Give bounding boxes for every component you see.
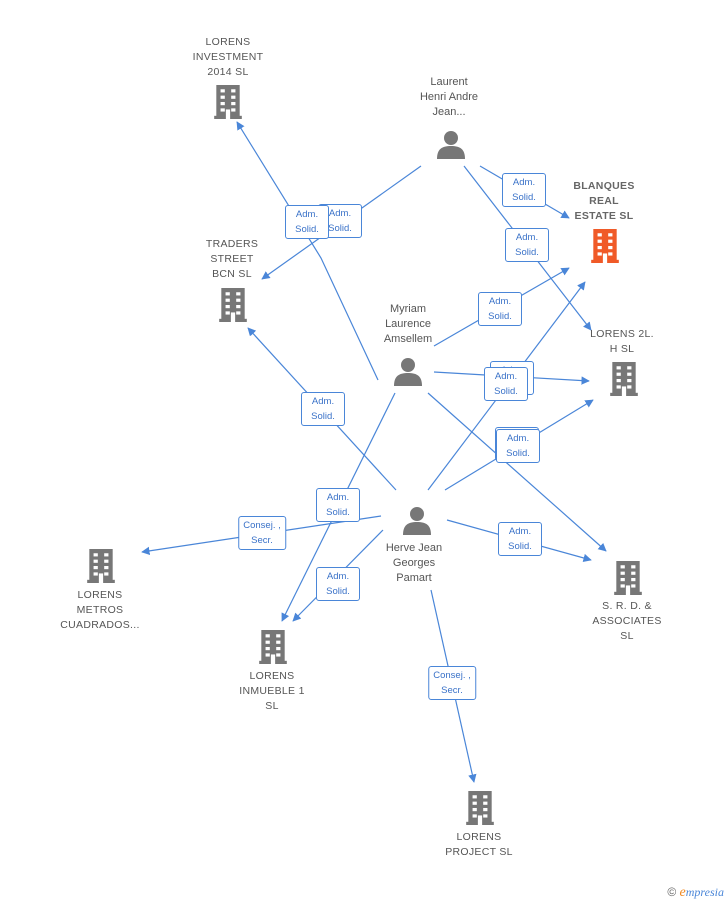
edge-role-label[interactable]: Adm. Solid.	[502, 173, 546, 207]
brand-name: mpresia	[685, 885, 724, 899]
building-icon[interactable]	[214, 85, 242, 119]
company-label-lorens-project[interactable]: LORENS PROJECT SL	[445, 831, 513, 858]
edge-myriam-to-srd	[427, 392, 607, 552]
person-icon[interactable]	[436, 129, 466, 159]
edge-role-label[interactable]: Adm. Solid.	[316, 567, 360, 601]
building-icon[interactable]	[219, 288, 247, 322]
building-icon[interactable]	[259, 630, 287, 664]
building-icon[interactable]	[591, 229, 619, 263]
edge-role-label[interactable]: Adm. Solid.	[316, 488, 360, 522]
person-label-laurent[interactable]: Laurent Henri Andre Jean...	[419, 76, 479, 118]
edge-role-label[interactable]: Adm. Solid.	[478, 292, 522, 326]
edge-role-label[interactable]: Consej. , Secr.	[238, 516, 286, 550]
edge-role-label[interactable]: Adm. Solid.	[505, 228, 549, 262]
person-label-myriam[interactable]: Myriam Laurence Amsellem	[383, 303, 433, 345]
company-label-blanques[interactable]: BLANQUES REAL ESTATE SL	[573, 180, 635, 222]
brand-initial: e	[679, 885, 686, 900]
company-label-lorens-investment[interactable]: LORENS INVESTMENT 2014 SL	[192, 36, 264, 78]
edge-role-label[interactable]: Adm. Solid.	[496, 429, 540, 463]
building-icon[interactable]	[466, 791, 494, 825]
edge-role-label[interactable]: Adm. Solid.	[301, 392, 345, 426]
edge-role-label[interactable]: Adm. Solid.	[498, 522, 542, 556]
building-icon[interactable]	[610, 362, 638, 396]
person-icon[interactable]	[402, 505, 432, 535]
building-icon[interactable]	[87, 549, 115, 583]
edge-role-label[interactable]: Adm. Solid.	[484, 367, 528, 401]
person-icon[interactable]	[393, 356, 423, 386]
company-label-srd[interactable]: S. R. D. & ASSOCIATES SL	[592, 600, 662, 642]
edge-myriam-to-lorens_investment	[236, 121, 379, 381]
brand-logo: © empresia	[667, 885, 724, 901]
company-label-lorens-inmueble[interactable]: LORENS INMUEBLE 1 SL	[239, 670, 305, 712]
copyright-symbol: ©	[667, 885, 677, 899]
company-label-traders[interactable]: TRADERS STREET BCN SL	[205, 238, 259, 280]
edge-role-label[interactable]: Consej. , Secr.	[428, 666, 476, 700]
edge-role-label[interactable]: Adm. Solid.	[285, 205, 329, 239]
company-label-lorens2lh[interactable]: LORENS 2L. H SL	[590, 328, 654, 355]
company-label-lorens-metros[interactable]: LORENS METROS CUADRADOS...	[60, 589, 140, 631]
person-label-herve[interactable]: Herve Jean Georges Pamart	[385, 542, 443, 584]
building-icon[interactable]	[614, 561, 642, 595]
